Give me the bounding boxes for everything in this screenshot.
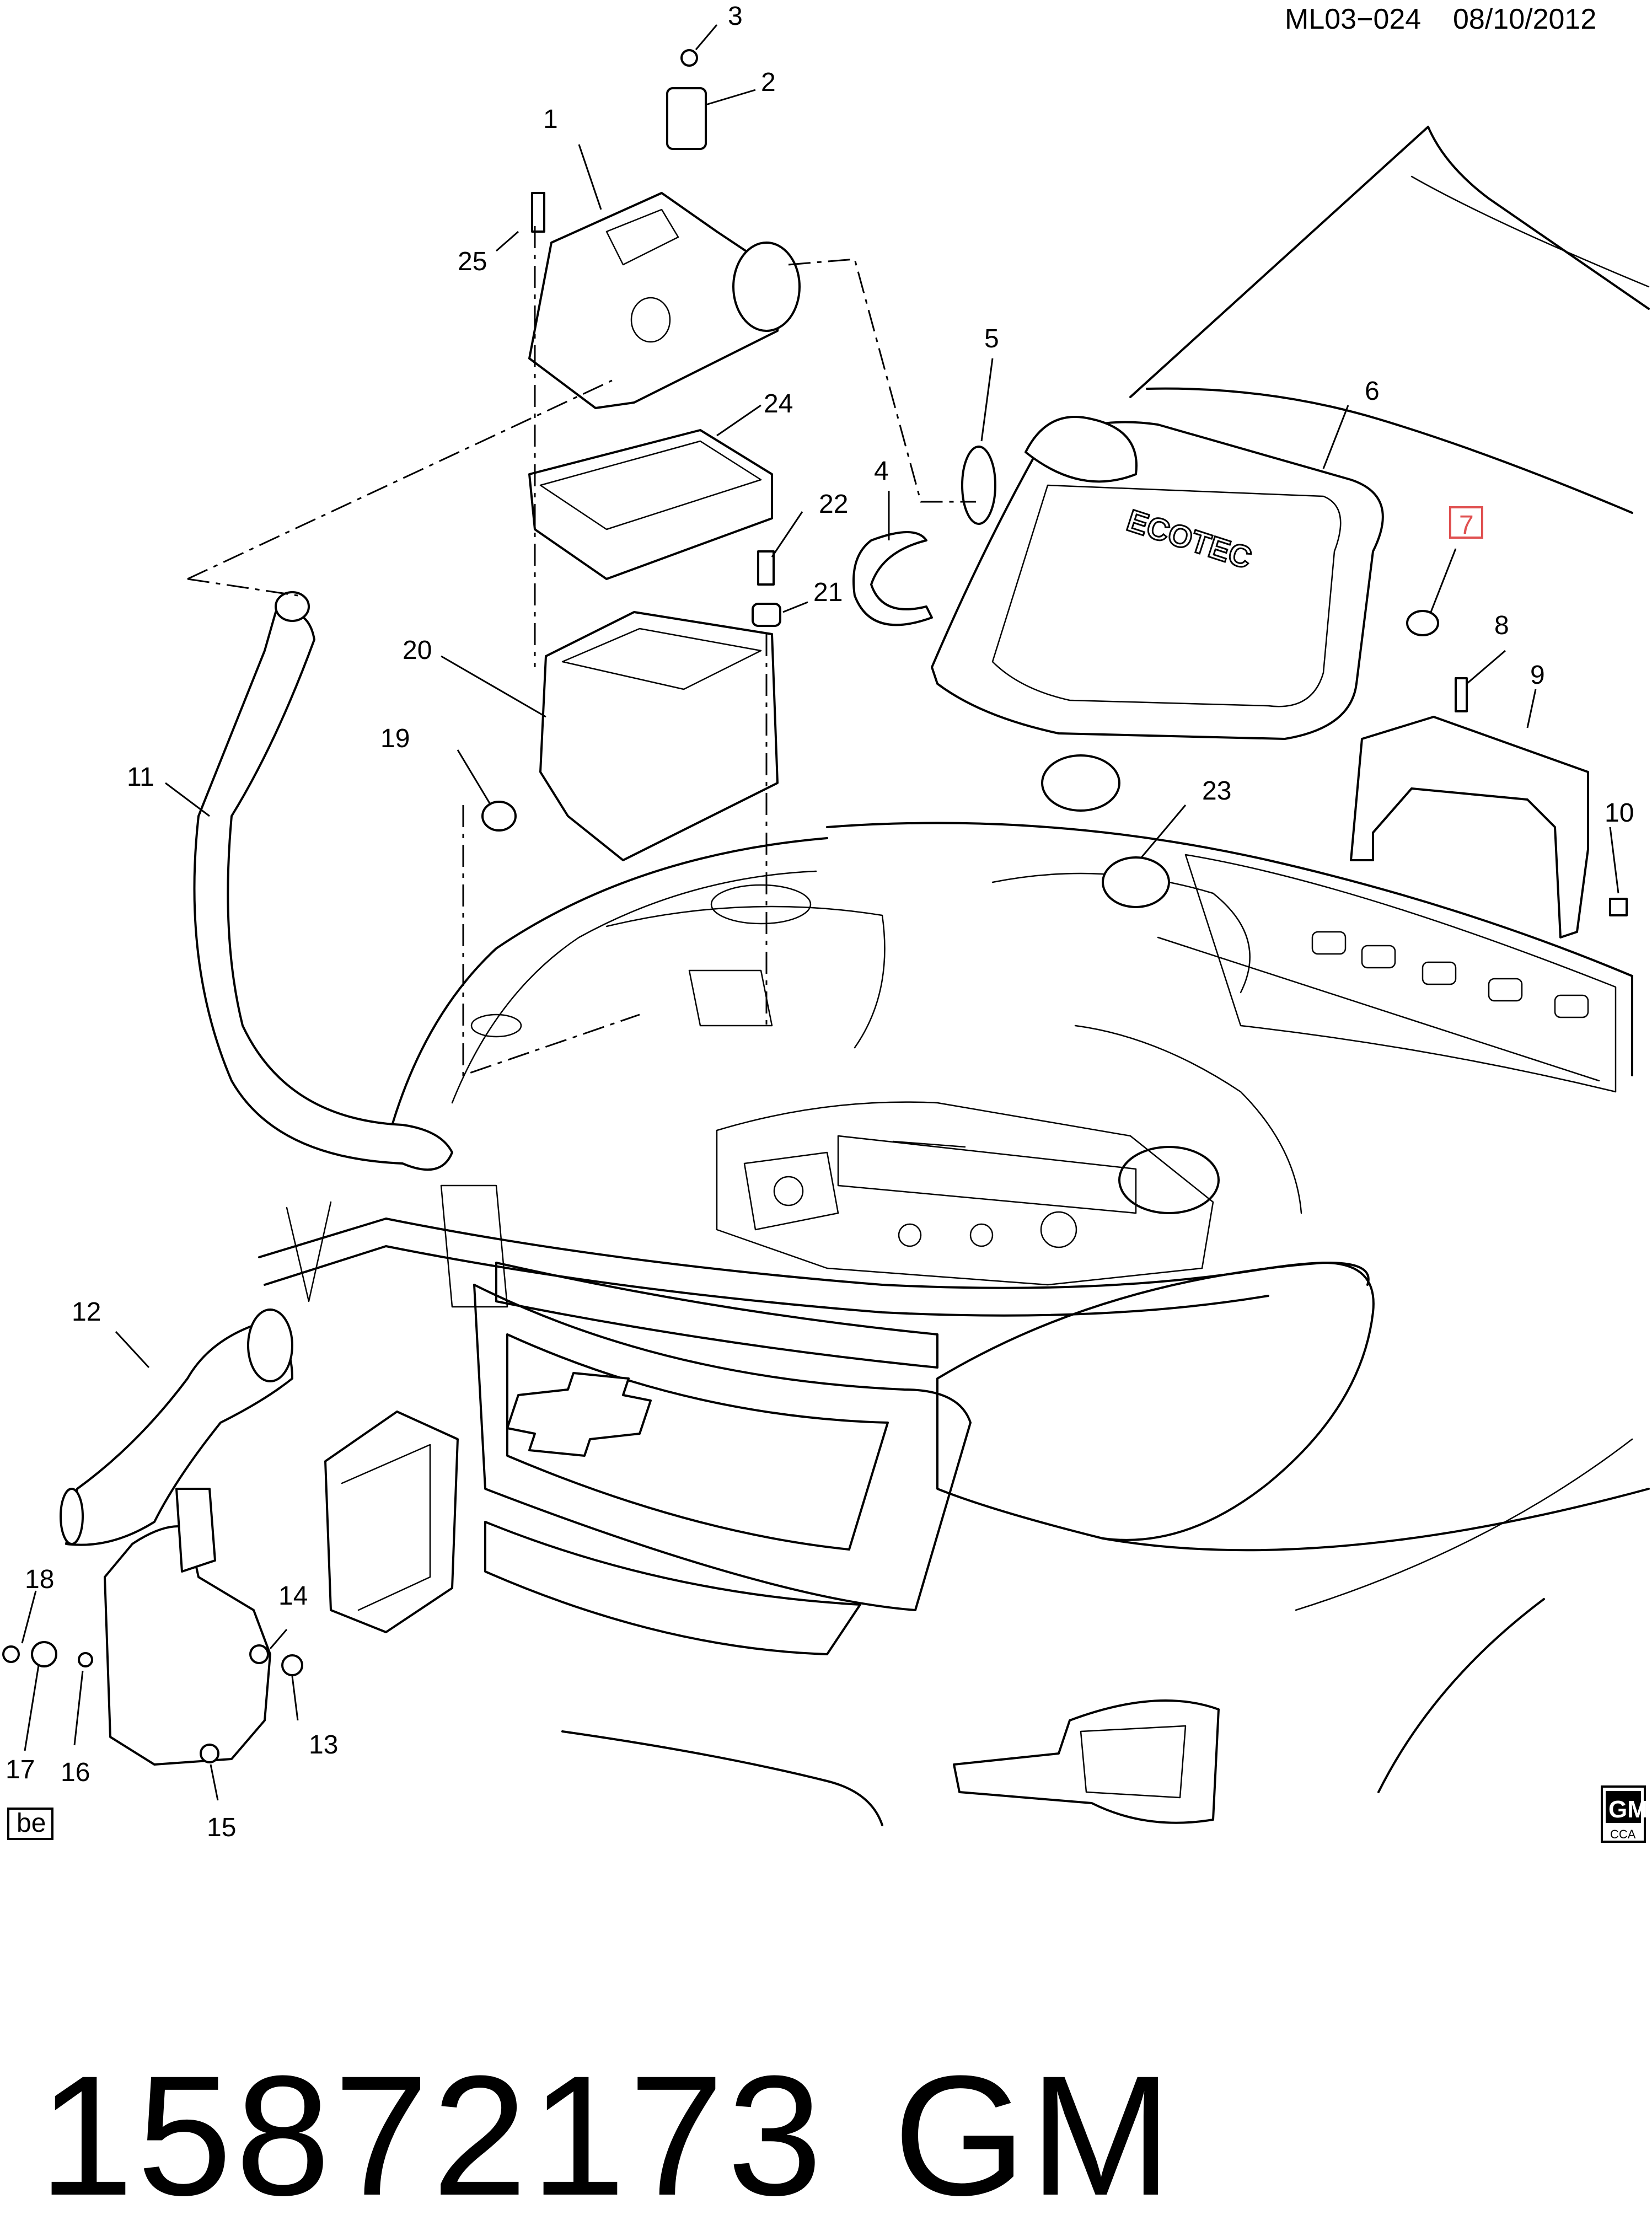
callout-15: 15 [207,1813,236,1842]
callout-9: 9 [1530,661,1545,690]
callout-22: 22 [819,490,848,519]
corner-tag-box [7,1808,53,1840]
callout-19: 19 [380,724,410,753]
callout-4: 4 [874,457,889,486]
gm-logo: GM CCA [1601,1785,1648,1843]
callout-24: 24 [764,389,793,419]
callout-21: 21 [813,578,843,607]
callout-23: 23 [1202,776,1231,806]
callout-7: 7 [1459,511,1474,540]
callout-17: 17 [6,1755,35,1784]
callout-20: 20 [403,636,432,665]
callout-7-highlight [1449,506,1483,539]
leader-lines [21,24,1619,1801]
callout-10: 10 [1605,798,1634,828]
callout-6: 6 [1365,377,1380,406]
callout-16: 16 [61,1758,90,1787]
callout-5: 5 [984,324,999,353]
header-doc-id: ML03−024 [1285,3,1421,35]
callout-11: 11 [127,763,154,792]
gm-logo-letters: GM [1608,1796,1648,1823]
header-date: 08/10/2012 [1453,3,1596,35]
callout-25: 25 [458,247,487,276]
callout-3: 3 [728,2,743,31]
callout-14: 14 [278,1581,308,1611]
corner-tag: be [17,1809,46,1838]
callout-8: 8 [1494,611,1509,640]
callout-1: 1 [543,105,558,134]
callouts: 1 2 3 4 5 6 7 8 9 10 11 12 13 14 15 16 1… [6,2,1634,1842]
alignment-lines [187,226,976,1077]
part-number: 15872173 [39,2040,825,2231]
parts-linework: ECOTEC [2,49,1628,1766]
callout-12: 12 [72,1297,101,1327]
callout-13: 13 [309,1730,338,1760]
vehicle-linework [258,126,1650,1826]
brand-text: GM [893,2040,1175,2231]
gm-logo-sub: CCA [1610,1827,1636,1841]
callout-2: 2 [761,68,776,97]
callout-18: 18 [25,1565,54,1594]
